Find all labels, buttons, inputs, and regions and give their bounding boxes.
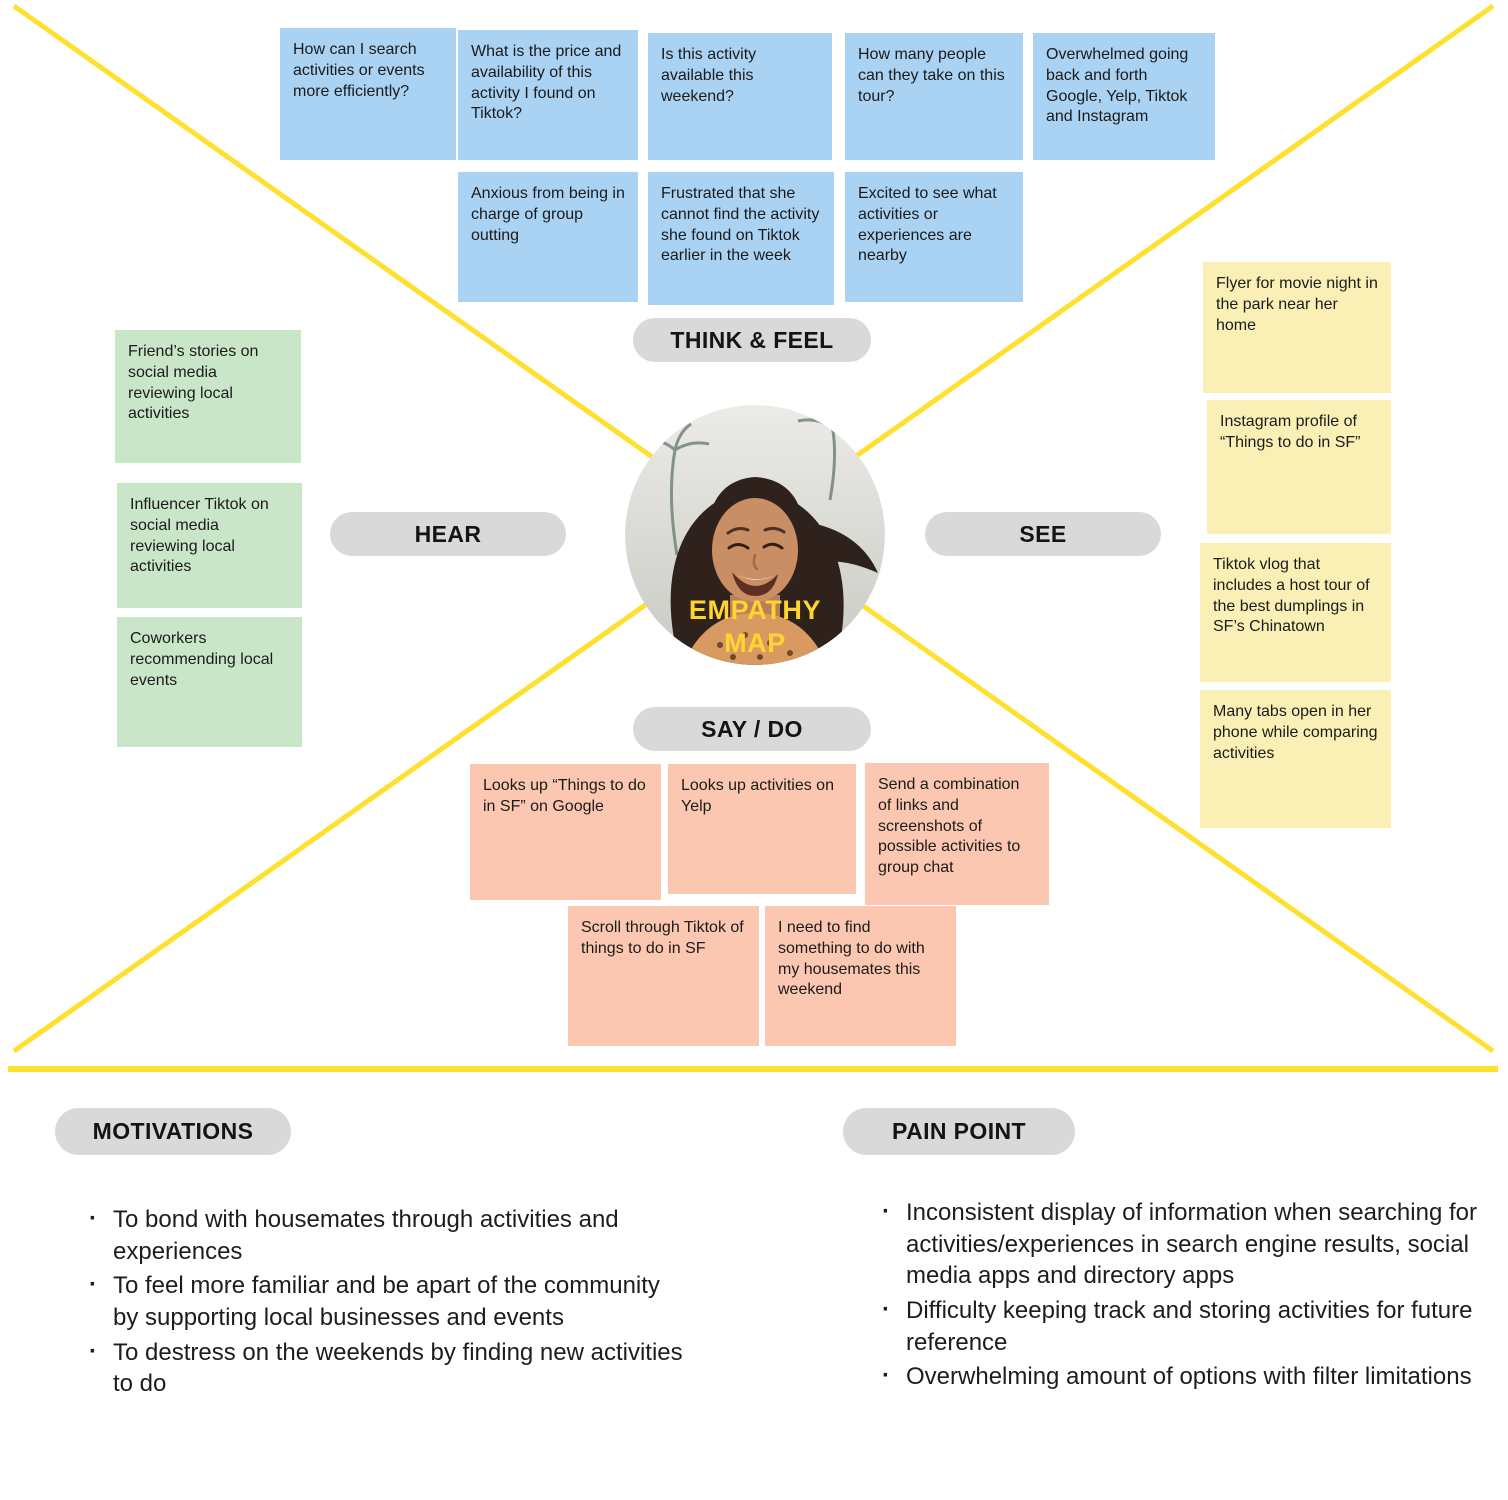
pain-point-item-1: Inconsistent display of information when… <box>878 1196 1478 1292</box>
sticky-note-say-do-2: Looks up activities on Yelp <box>668 764 856 894</box>
sticky-note-hear-1: Friend’s stories on social media reviewi… <box>115 330 301 463</box>
sticky-note-think-feel-4: How many people can they take on this to… <box>845 33 1023 160</box>
motivations-list: To bond with housemates through activiti… <box>85 1203 690 1403</box>
motivations-label: MOTIVATIONS <box>55 1108 291 1155</box>
quadrant-label-hear: HEAR <box>330 512 566 556</box>
pain-point-label: PAIN POINT <box>843 1108 1075 1155</box>
persona-photo <box>625 405 885 665</box>
sticky-note-see-4: Many tabs open in her phone while compar… <box>1200 690 1391 828</box>
sticky-note-see-2: Instagram profile of “Things to do in SF… <box>1207 400 1391 534</box>
sticky-note-hear-2: Influencer Tiktok on social media review… <box>117 483 302 608</box>
sticky-note-think-feel-3: Is this activity available this weekend? <box>648 33 832 160</box>
sticky-note-think-feel-1: How can I search activities or events mo… <box>280 28 456 160</box>
sticky-note-see-1: Flyer for movie night in the park near h… <box>1203 262 1391 393</box>
sticky-note-think-feel-2: What is the price and availability of th… <box>458 30 638 160</box>
sticky-note-think-feel-7: Frustrated that she cannot find the acti… <box>648 172 834 305</box>
pain-point-item-2: Difficulty keeping track and storing act… <box>878 1294 1478 1358</box>
sticky-note-think-feel-5: Overwhelmed going back and forth Google,… <box>1033 33 1215 160</box>
motivation-item-1: To bond with housemates through activiti… <box>85 1203 690 1267</box>
quadrant-label-think-feel: THINK & FEEL <box>633 318 871 362</box>
sticky-note-hear-3: Coworkers recommending local events <box>117 617 302 747</box>
motivation-item-3: To destress on the weekends by finding n… <box>85 1336 690 1400</box>
sticky-note-say-do-1: Looks up “Things to do in SF” on Google <box>470 764 661 900</box>
sticky-note-say-do-4: Scroll through Tiktok of things to do in… <box>568 906 759 1046</box>
sticky-note-think-feel-6: Anxious from being in charge of group ou… <box>458 172 638 302</box>
pain-point-list: Inconsistent display of information when… <box>878 1196 1478 1396</box>
motivation-item-2: To feel more familiar and be apart of th… <box>85 1269 690 1333</box>
quadrant-label-see: SEE <box>925 512 1161 556</box>
sticky-note-see-3: Tiktok vlog that includes a host tour of… <box>1200 543 1391 682</box>
sticky-note-say-do-5: I need to find something to do with my h… <box>765 906 956 1046</box>
persona-photo-illustration <box>625 405 885 665</box>
quadrant-label-say-do: SAY / DO <box>633 707 871 751</box>
pain-point-item-3: Overwhelming amount of options with filt… <box>878 1360 1478 1393</box>
empathy-map-title: EMPATHY MAP <box>688 595 822 658</box>
sticky-note-say-do-3: Send a combination of links and screensh… <box>865 763 1049 905</box>
sticky-note-think-feel-8: Excited to see what activities or experi… <box>845 172 1023 302</box>
